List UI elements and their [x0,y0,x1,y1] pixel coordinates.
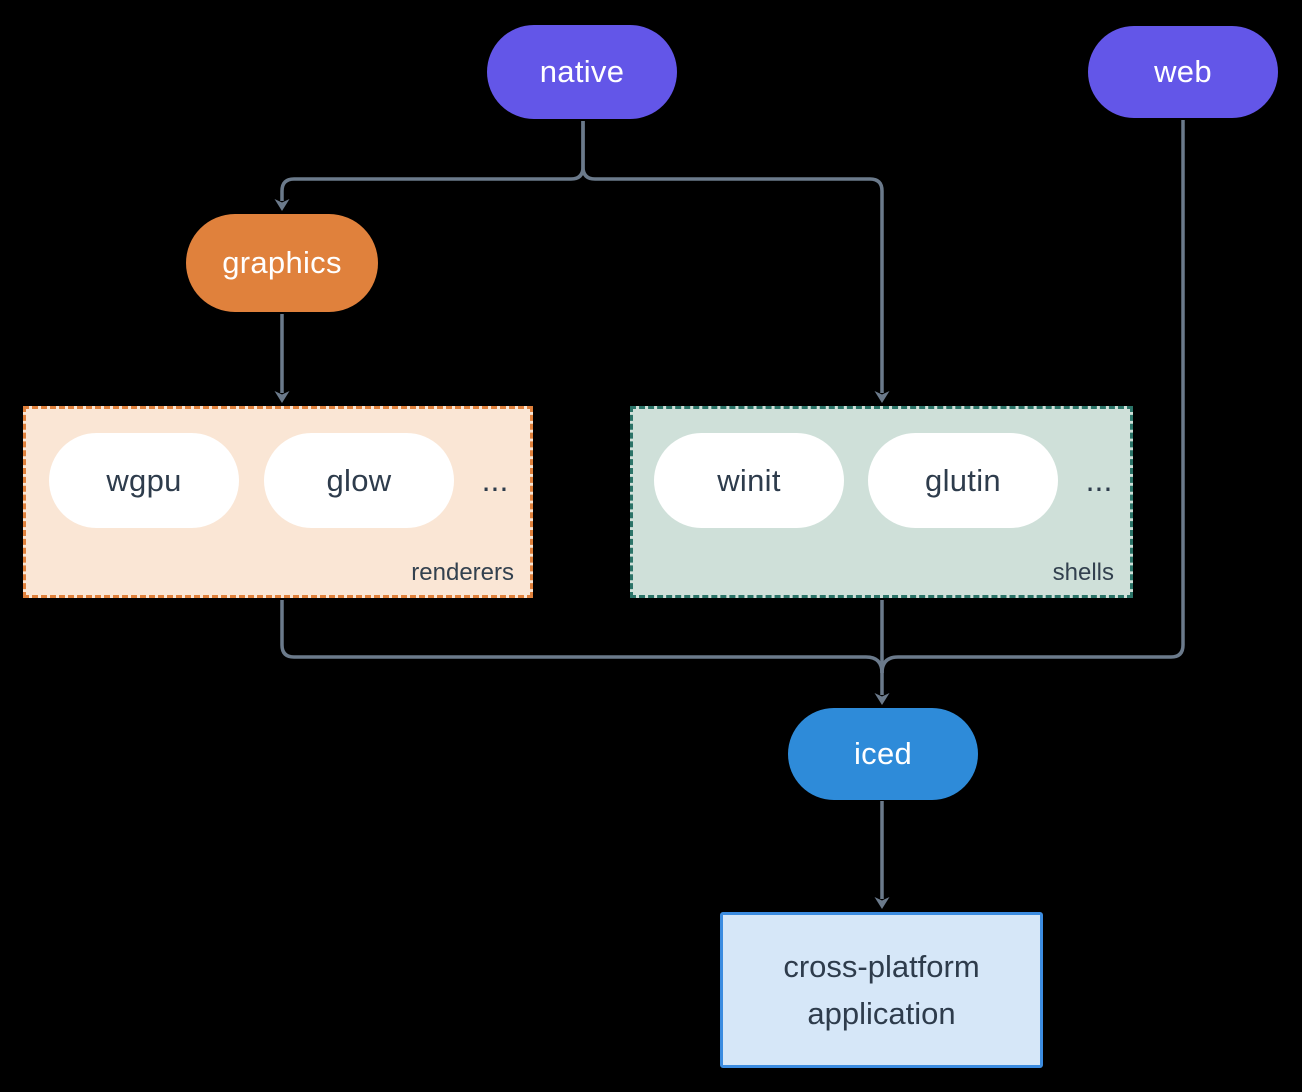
renderers-group-label: renderers [411,559,514,586]
node-web: web [1088,26,1278,118]
group-shells: winit glutin ... shells [630,406,1133,598]
arrowhead-graphics [274,199,290,211]
app-label-line2: application [807,996,956,1031]
node-iced: iced [788,708,978,800]
edge-renderers-iced [280,600,884,674]
node-native: native [487,25,677,119]
pill-winit: winit [654,433,844,528]
arrowhead-shells [874,391,890,403]
node-web-label: web [1154,54,1212,89]
group-renderers: wgpu glow ... renderers [23,406,533,598]
renderers-ellipsis: ... [481,462,509,498]
edge-web-iced [880,120,1185,674]
pill-glutin: glutin [868,433,1058,528]
app-label-line1: cross-platform [783,949,980,984]
node-native-label: native [539,54,625,89]
arrowhead-app [874,897,890,909]
pill-glutin-label: glutin [925,462,1001,498]
edge-native-shells [581,121,884,393]
pill-wgpu: wgpu [49,433,239,528]
node-graphics: graphics [186,214,378,312]
arrowhead-iced [874,693,890,705]
arrowhead-renderers [274,391,290,403]
node-cross-platform-application: cross-platform application [720,912,1043,1068]
edge-native-graphics [280,121,585,201]
node-iced-label: iced [853,736,913,771]
pill-winit-label: winit [717,462,781,498]
shells-group-label: shells [1052,559,1114,586]
pill-glow: glow [264,433,454,528]
node-graphics-label: graphics [222,245,342,280]
pill-wgpu-label: wgpu [106,462,182,498]
shells-ellipsis: ... [1085,462,1113,498]
pill-glow-label: glow [326,462,392,498]
